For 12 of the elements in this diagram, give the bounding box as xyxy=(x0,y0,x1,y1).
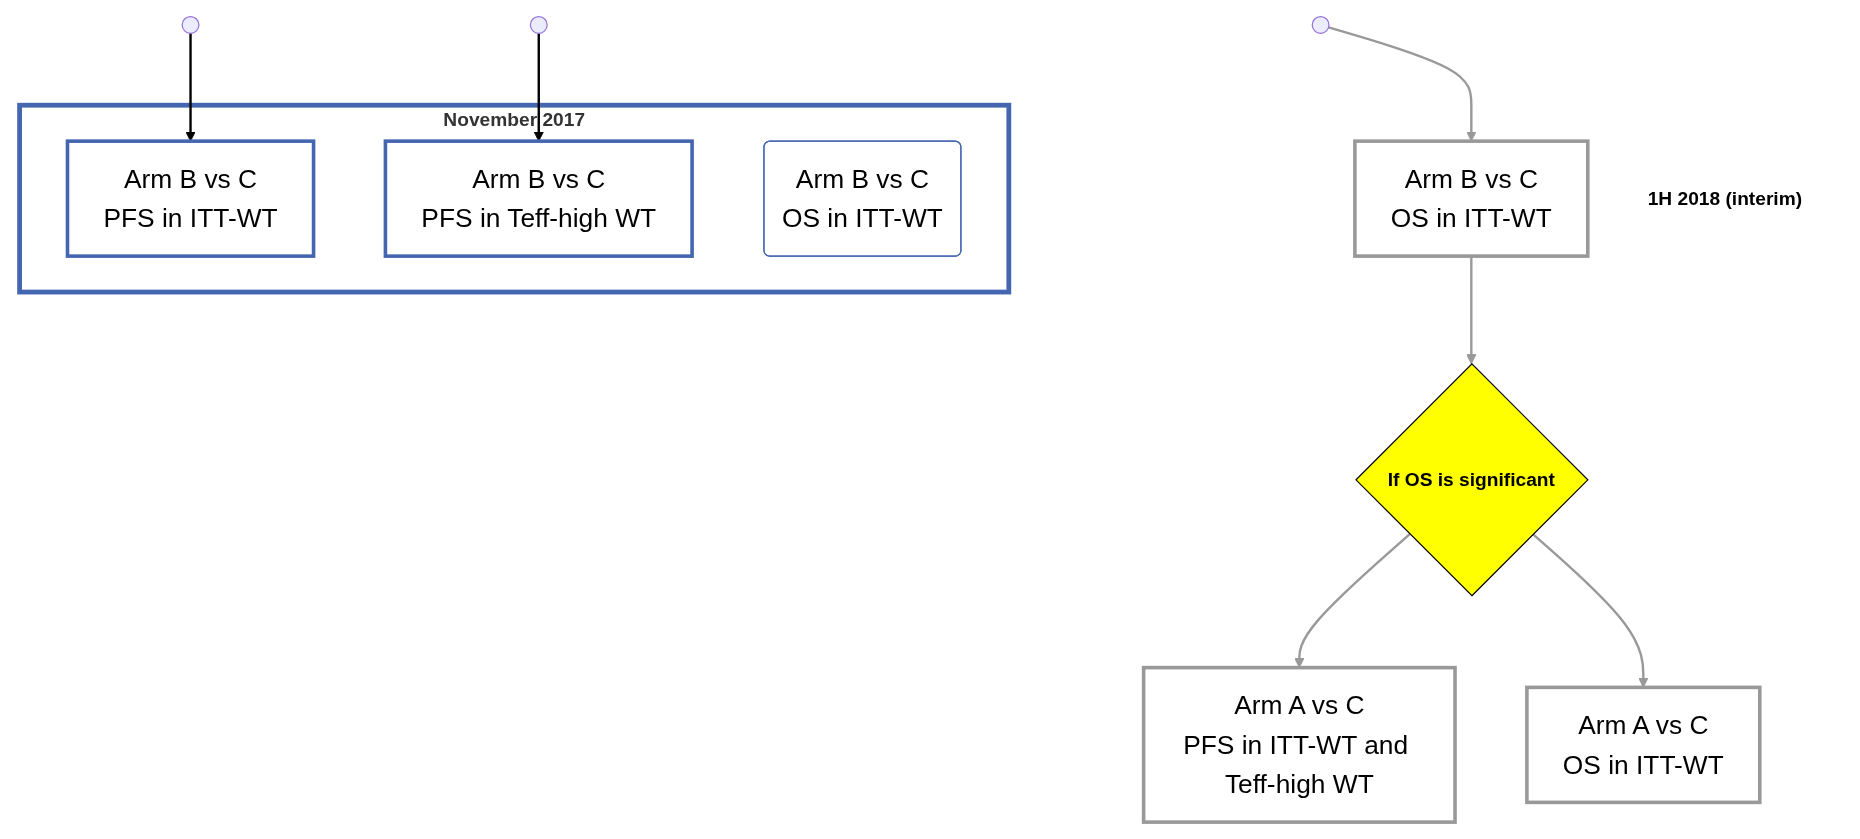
arrow xyxy=(533,33,545,142)
arrow xyxy=(1328,26,1477,142)
arrow xyxy=(185,33,196,142)
node-box: Arm B vs C OS in ITT-WT xyxy=(1353,139,1590,259)
arrow xyxy=(1532,533,1649,688)
node-box: Arm B vs C PFS in Teff-high WT xyxy=(383,139,694,259)
node-label: 1H 2018 (interim) xyxy=(1647,187,1803,209)
node-box: Arm A vs C PFS in ITT-WT and Teff-high WT xyxy=(1141,665,1457,825)
node-box: Arm B vs C PFS in ITT-WT xyxy=(65,139,316,259)
node-diamond: If OS is significant xyxy=(1355,363,1589,597)
node-box: Arm A vs C OS in ITT-WT xyxy=(1525,685,1762,805)
arrow xyxy=(1466,256,1477,365)
